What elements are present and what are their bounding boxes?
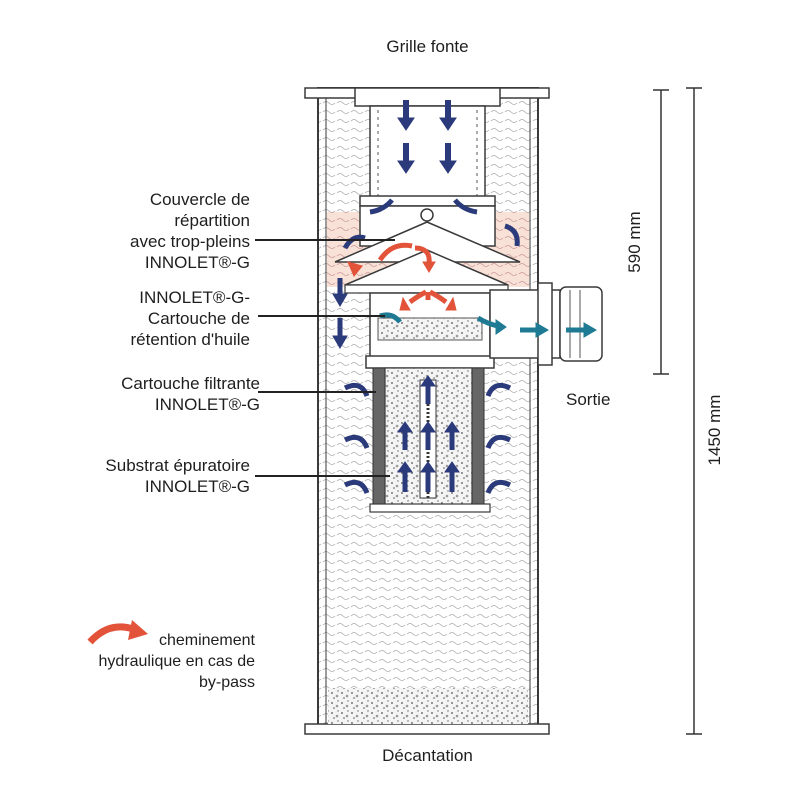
filter-cartridge-label-line: INNOLET®-G	[154, 395, 260, 414]
filter-cartridge-label: Cartouche filtrante INNOLET®-G	[60, 373, 260, 415]
legend-line: hydraulique en cas de	[98, 653, 255, 670]
sediment-zone	[328, 688, 528, 724]
substrate-label-line: Substrat épuratoire	[105, 456, 250, 475]
cover-label-line: Couvercle de	[149, 190, 250, 209]
bypass-arrows	[347, 242, 457, 311]
oil-cartridge-label-line: rétention d'huile	[130, 330, 251, 349]
leader-lines	[255, 239, 395, 477]
oil-cartridge-label-line: INNOLET®-G-	[139, 288, 250, 307]
filter-cartridge-label-line: Cartouche filtrante	[121, 374, 260, 393]
decantation-label: Décantation	[382, 746, 473, 765]
dimension-1450-label: 1450 mm	[705, 394, 724, 466]
oil-cartridge-label: INNOLET®-G- Cartouche de rétention d'hui…	[60, 287, 251, 350]
dimension-590-label: 590 mm	[625, 211, 644, 273]
sortie-label: Sortie	[566, 390, 611, 409]
legend-line: cheminement	[158, 632, 255, 649]
cover-label-line: INNOLET®-G	[144, 253, 250, 272]
cover-label-line: avec trop-pleins	[129, 232, 250, 251]
legend-text: cheminement hydraulique en cas de by-pas…	[70, 630, 255, 693]
cast-iron-grate	[354, 87, 501, 207]
dimension-lines	[653, 87, 702, 735]
legend-line: by-pass	[198, 674, 255, 691]
flow-arrows	[332, 100, 520, 495]
cover-label-line: répartition	[174, 211, 250, 230]
cover-label: Couvercle de répartition avec trop-plein…	[60, 189, 250, 273]
substrate-label: Substrat épuratoire INNOLET®-G	[50, 455, 250, 497]
substrate-label-line: INNOLET®-G	[144, 477, 250, 496]
legend-bypass-icon	[87, 620, 148, 645]
grille-fonte-label: Grille fonte	[386, 37, 469, 56]
oil-cartridge-label-line: Cartouche de	[147, 309, 250, 328]
oil-retention-cartridge	[365, 292, 495, 369]
